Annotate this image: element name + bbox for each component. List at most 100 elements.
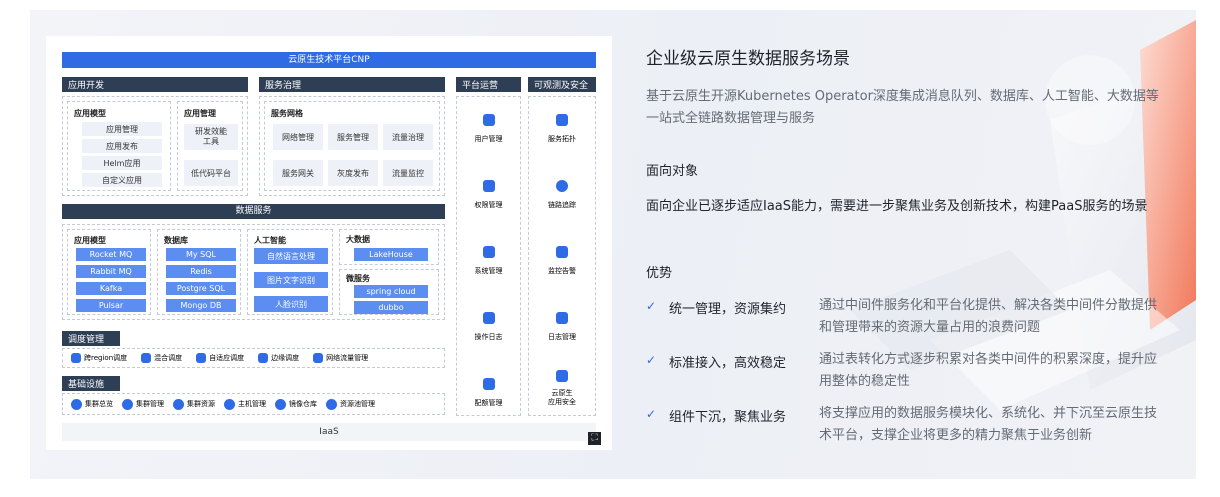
micro-item: dubbo: [354, 301, 428, 314]
db-item: My SQL: [166, 248, 236, 261]
page-title: 企业级云原生数据服务场景: [646, 49, 850, 69]
scheduling-label: 混合调度: [154, 354, 183, 362]
scheduling-label: 跨region调度: [84, 354, 128, 362]
platform-ops-header: 平台运营: [456, 77, 521, 92]
scheduling-item: 自适应调度: [196, 353, 244, 363]
swap-icon: [196, 353, 207, 363]
app-model-item: 自定义应用: [82, 173, 162, 187]
scheduling-label: 网络流量管理: [326, 354, 369, 362]
obs-label: 云原生 应用安全: [548, 389, 576, 406]
iaas-bar: IaaS: [62, 423, 596, 441]
document-icon: [482, 312, 495, 324]
topology-icon: [556, 114, 568, 126]
intro-text: 基于云原生开源Kubernetes Operator深度集成消息队列、数据库、人…: [646, 89, 1159, 126]
db-item: Postgre SQL: [166, 282, 236, 295]
ops-label: 系统管理: [474, 267, 503, 275]
obs-label: 服务拓扑: [548, 135, 576, 143]
target-icon: [556, 180, 568, 192]
scheduling-label: 边缘调度: [271, 354, 300, 362]
ai-group: 人工智能 自然语言处理 图片文字识别 人脸识别: [247, 229, 333, 315]
db-title: 数据库: [164, 236, 188, 245]
data-services-header: 数据服务: [62, 204, 445, 219]
service-mesh-item: 流量治理: [383, 124, 433, 150]
advantages-label: 优势: [646, 266, 673, 281]
app-model-item: 应用发布: [82, 139, 162, 153]
infra-label: 镜像仓库: [289, 400, 317, 408]
app-dev-block: 应用模型 应用管理 应用发布 Helm应用 自定义应用 应用管理 研发效能 工具…: [62, 96, 248, 196]
micro-item: spring cloud: [354, 285, 428, 298]
ops-user: 用户管理: [457, 111, 520, 144]
mq-item: Kafka: [76, 282, 146, 295]
service-mesh-item: 灰度发布: [328, 160, 378, 186]
obs-label: 日志管理: [548, 333, 576, 341]
cluster-icon: [326, 398, 337, 410]
cluster-icon: [122, 398, 133, 410]
bigdata-group: 大数据 LakeHouse: [339, 229, 439, 265]
app-model-group: 应用模型 应用管理 应用发布 Helm应用 自定义应用: [67, 101, 171, 191]
service-mesh-item: 服务网关: [273, 160, 323, 186]
bigdata-item: LakeHouse: [354, 248, 428, 261]
advantage-title: 组件下沉，聚焦业务: [669, 410, 787, 425]
swap-icon: [258, 353, 269, 363]
ai-title: 人工智能: [254, 236, 286, 245]
service-mesh-title: 服务网格: [271, 109, 303, 118]
cluster-icon: [173, 398, 184, 410]
infra-label: 资源池管理: [340, 400, 375, 408]
bigdata-title: 大数据: [346, 235, 370, 244]
db-group: 数据库 My SQL Redis Postgre SQL Mongo DB: [157, 229, 241, 315]
swap-icon: [71, 353, 81, 363]
infra-row: 集群总览 集群管理 集群资源 主机管理 镜像仓库 资源池管理: [62, 393, 445, 415]
ops-permission: 权限管理: [457, 177, 520, 210]
ops-quota: 配额管理: [457, 375, 520, 408]
app-mgmt-title: 应用管理: [184, 109, 216, 118]
service-mesh-item: 网络管理: [273, 124, 323, 150]
check-icon: ✓: [646, 299, 657, 313]
mq-item: Pulsar: [76, 299, 146, 312]
infra-item: 集群资源: [173, 398, 215, 410]
background-decoration: [850, 20, 1196, 410]
architecture-diagram: 云原生技术平台CNP 应用开发 服务治理 平台运营 可观测及安全 应用模型 应用…: [46, 36, 612, 450]
db-item: Mongo DB: [166, 299, 236, 312]
expand-icon[interactable]: ⛶: [588, 432, 601, 445]
audience-text: 面向企业已逐步适应IaaS能力，需要进一步聚焦业务及创新技术，构建PaaS服务的…: [646, 199, 1148, 214]
obs-security: 云原生 应用安全: [529, 367, 595, 407]
advantage-title: 标准接入，高效稳定: [669, 356, 787, 371]
ops-system: 系统管理: [457, 243, 520, 276]
list-icon: [482, 378, 495, 390]
ops-label: 配额管理: [474, 399, 503, 407]
app-mgmt-group: 应用管理 研发效能 工具 低代码平台: [177, 101, 243, 191]
service-mesh-item: 服务管理: [328, 124, 378, 150]
scheduling-item: 跨region调度: [71, 353, 127, 363]
app-mgmt-item: 研发效能 工具: [184, 124, 238, 150]
mq-group: 应用模型 Rocket MQ Rabbit MQ Kafka Pulsar: [67, 229, 151, 315]
micro-title: 微服务: [346, 274, 370, 283]
scheduling-header: 调度管理: [62, 331, 120, 346]
alarm-icon: [556, 246, 568, 258]
observability-column: 服务拓扑 链路追踪 监控告警 日志管理 云原生 应用安全: [528, 96, 596, 416]
infra-item: 资源池管理: [326, 398, 375, 410]
platform-ops-column: 用户管理 权限管理 系统管理 操作日志 配额管理: [456, 96, 521, 416]
micro-group: 微服务 spring cloud dubbo: [339, 269, 439, 315]
cluster-icon: [224, 398, 235, 410]
ai-item: 图片文字识别: [254, 272, 328, 288]
app-dev-header: 应用开发: [62, 77, 248, 92]
app-mgmt-item: 低代码平台: [184, 160, 238, 186]
obs-alert: 监控告警: [529, 243, 595, 276]
advantage-desc: 通过中间件服务化和平台化提供、解决各类中间件分散提供和管理带来的资源大量占用的浪…: [819, 298, 1158, 335]
infra-header: 基础设施: [62, 376, 120, 391]
ops-log: 操作日志: [457, 309, 520, 342]
audience-label: 面向对象: [646, 164, 699, 179]
app-model-item: Helm应用: [82, 156, 162, 170]
books-icon: [556, 312, 568, 324]
advantage-desc: 将支撑应用的数据服务模块化、系统化、并下沉至云原生技术平台，支撑企业将更多的精力…: [819, 406, 1158, 443]
scheduling-item: 混合调度: [141, 353, 182, 363]
infra-item: 镜像仓库: [275, 398, 317, 410]
mq-item: Rocket MQ: [76, 248, 146, 261]
check-icon: ✓: [646, 353, 657, 367]
db-item: Redis: [166, 265, 236, 278]
infra-label: 集群总览: [85, 400, 113, 408]
infra-item: 主机管理: [224, 398, 266, 410]
cluster-icon: [275, 398, 286, 410]
swap-icon: [141, 353, 152, 363]
scheduling-item: 网络流量管理: [313, 353, 368, 363]
